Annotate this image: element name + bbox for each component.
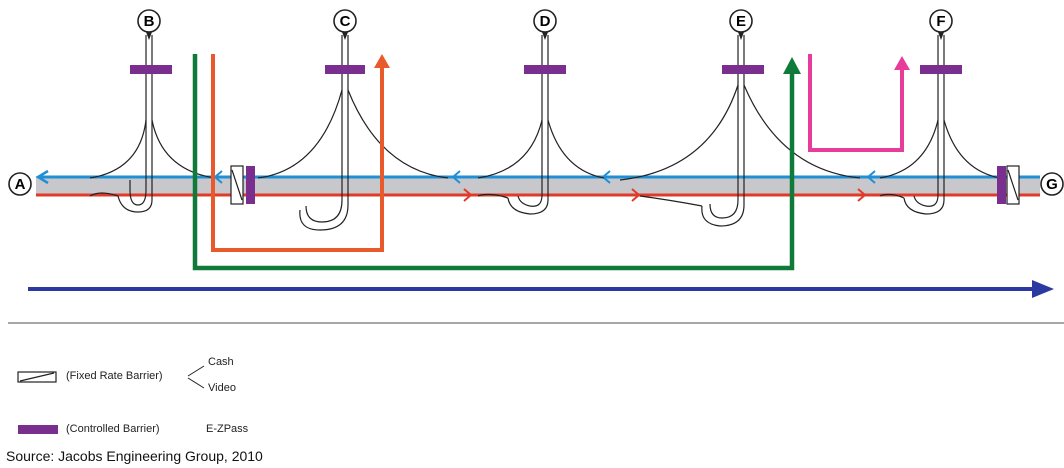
green-route — [192, 54, 795, 271]
ramp-arrow-f — [938, 32, 944, 40]
legend-video-branch — [187, 377, 205, 389]
controlled-barrier-d — [524, 65, 566, 74]
orange-route-arrowhead — [374, 54, 390, 68]
interchange-e — [619, 35, 861, 227]
interchange-f — [879, 35, 1001, 215]
green-route-arrowhead — [783, 57, 801, 74]
node-a-label: A — [15, 176, 26, 193]
node-d-label: D — [540, 13, 551, 30]
source-caption: Source: Jacobs Engineering Group, 2010 — [6, 448, 263, 464]
ramp-arrow-d — [542, 32, 548, 40]
node-e: E — [729, 9, 753, 33]
ramp-arrow-b — [146, 32, 152, 40]
interchange-b — [89, 35, 216, 213]
interchange-c — [257, 35, 449, 231]
node-g: G — [1040, 172, 1064, 196]
legend-cash-branch — [187, 365, 205, 377]
controlled-barrier-b — [130, 65, 172, 74]
node-a: A — [8, 172, 32, 196]
eastbound-chevron — [857, 188, 867, 202]
interchange-d — [477, 35, 605, 215]
node-d: D — [533, 9, 557, 33]
through-route-arrowhead — [1032, 280, 1054, 298]
magenta-route-arrowhead — [894, 56, 910, 70]
highway-band — [36, 176, 1040, 196]
controlled-barrier-e — [722, 65, 764, 74]
node-c: C — [333, 9, 357, 33]
node-g-label: G — [1046, 176, 1058, 193]
controlled-barrier-mainline-east — [997, 166, 1006, 204]
ramp-arrow-c — [342, 32, 348, 40]
node-f-label: F — [936, 13, 945, 30]
westbound-chevron — [601, 170, 611, 184]
fixed-rate-barrier-east-slash — [1007, 169, 1019, 201]
controlled-barrier-c — [325, 65, 365, 74]
node-c-label: C — [340, 13, 351, 30]
westbound-chevron — [451, 170, 461, 184]
eastbound-chevron — [631, 188, 641, 202]
orange-route — [211, 54, 384, 252]
fixed-rate-barrier-west-slash — [231, 169, 243, 201]
magenta-route — [808, 54, 904, 152]
westbound-chevron — [866, 170, 876, 184]
node-f: F — [929, 9, 953, 33]
legend-fixed-barrier-slash — [19, 372, 55, 382]
node-b: B — [137, 9, 161, 33]
westbound-arrowhead — [35, 169, 49, 185]
node-b-label: B — [144, 13, 155, 30]
ramp-arrow-e — [738, 32, 744, 40]
node-e-label: E — [736, 13, 746, 30]
eastbound-chevron — [463, 188, 473, 202]
controlled-barrier-mainline-west — [246, 166, 255, 204]
controlled-barrier-f — [920, 65, 962, 74]
legend-controlled-barrier-swatch — [18, 425, 58, 434]
